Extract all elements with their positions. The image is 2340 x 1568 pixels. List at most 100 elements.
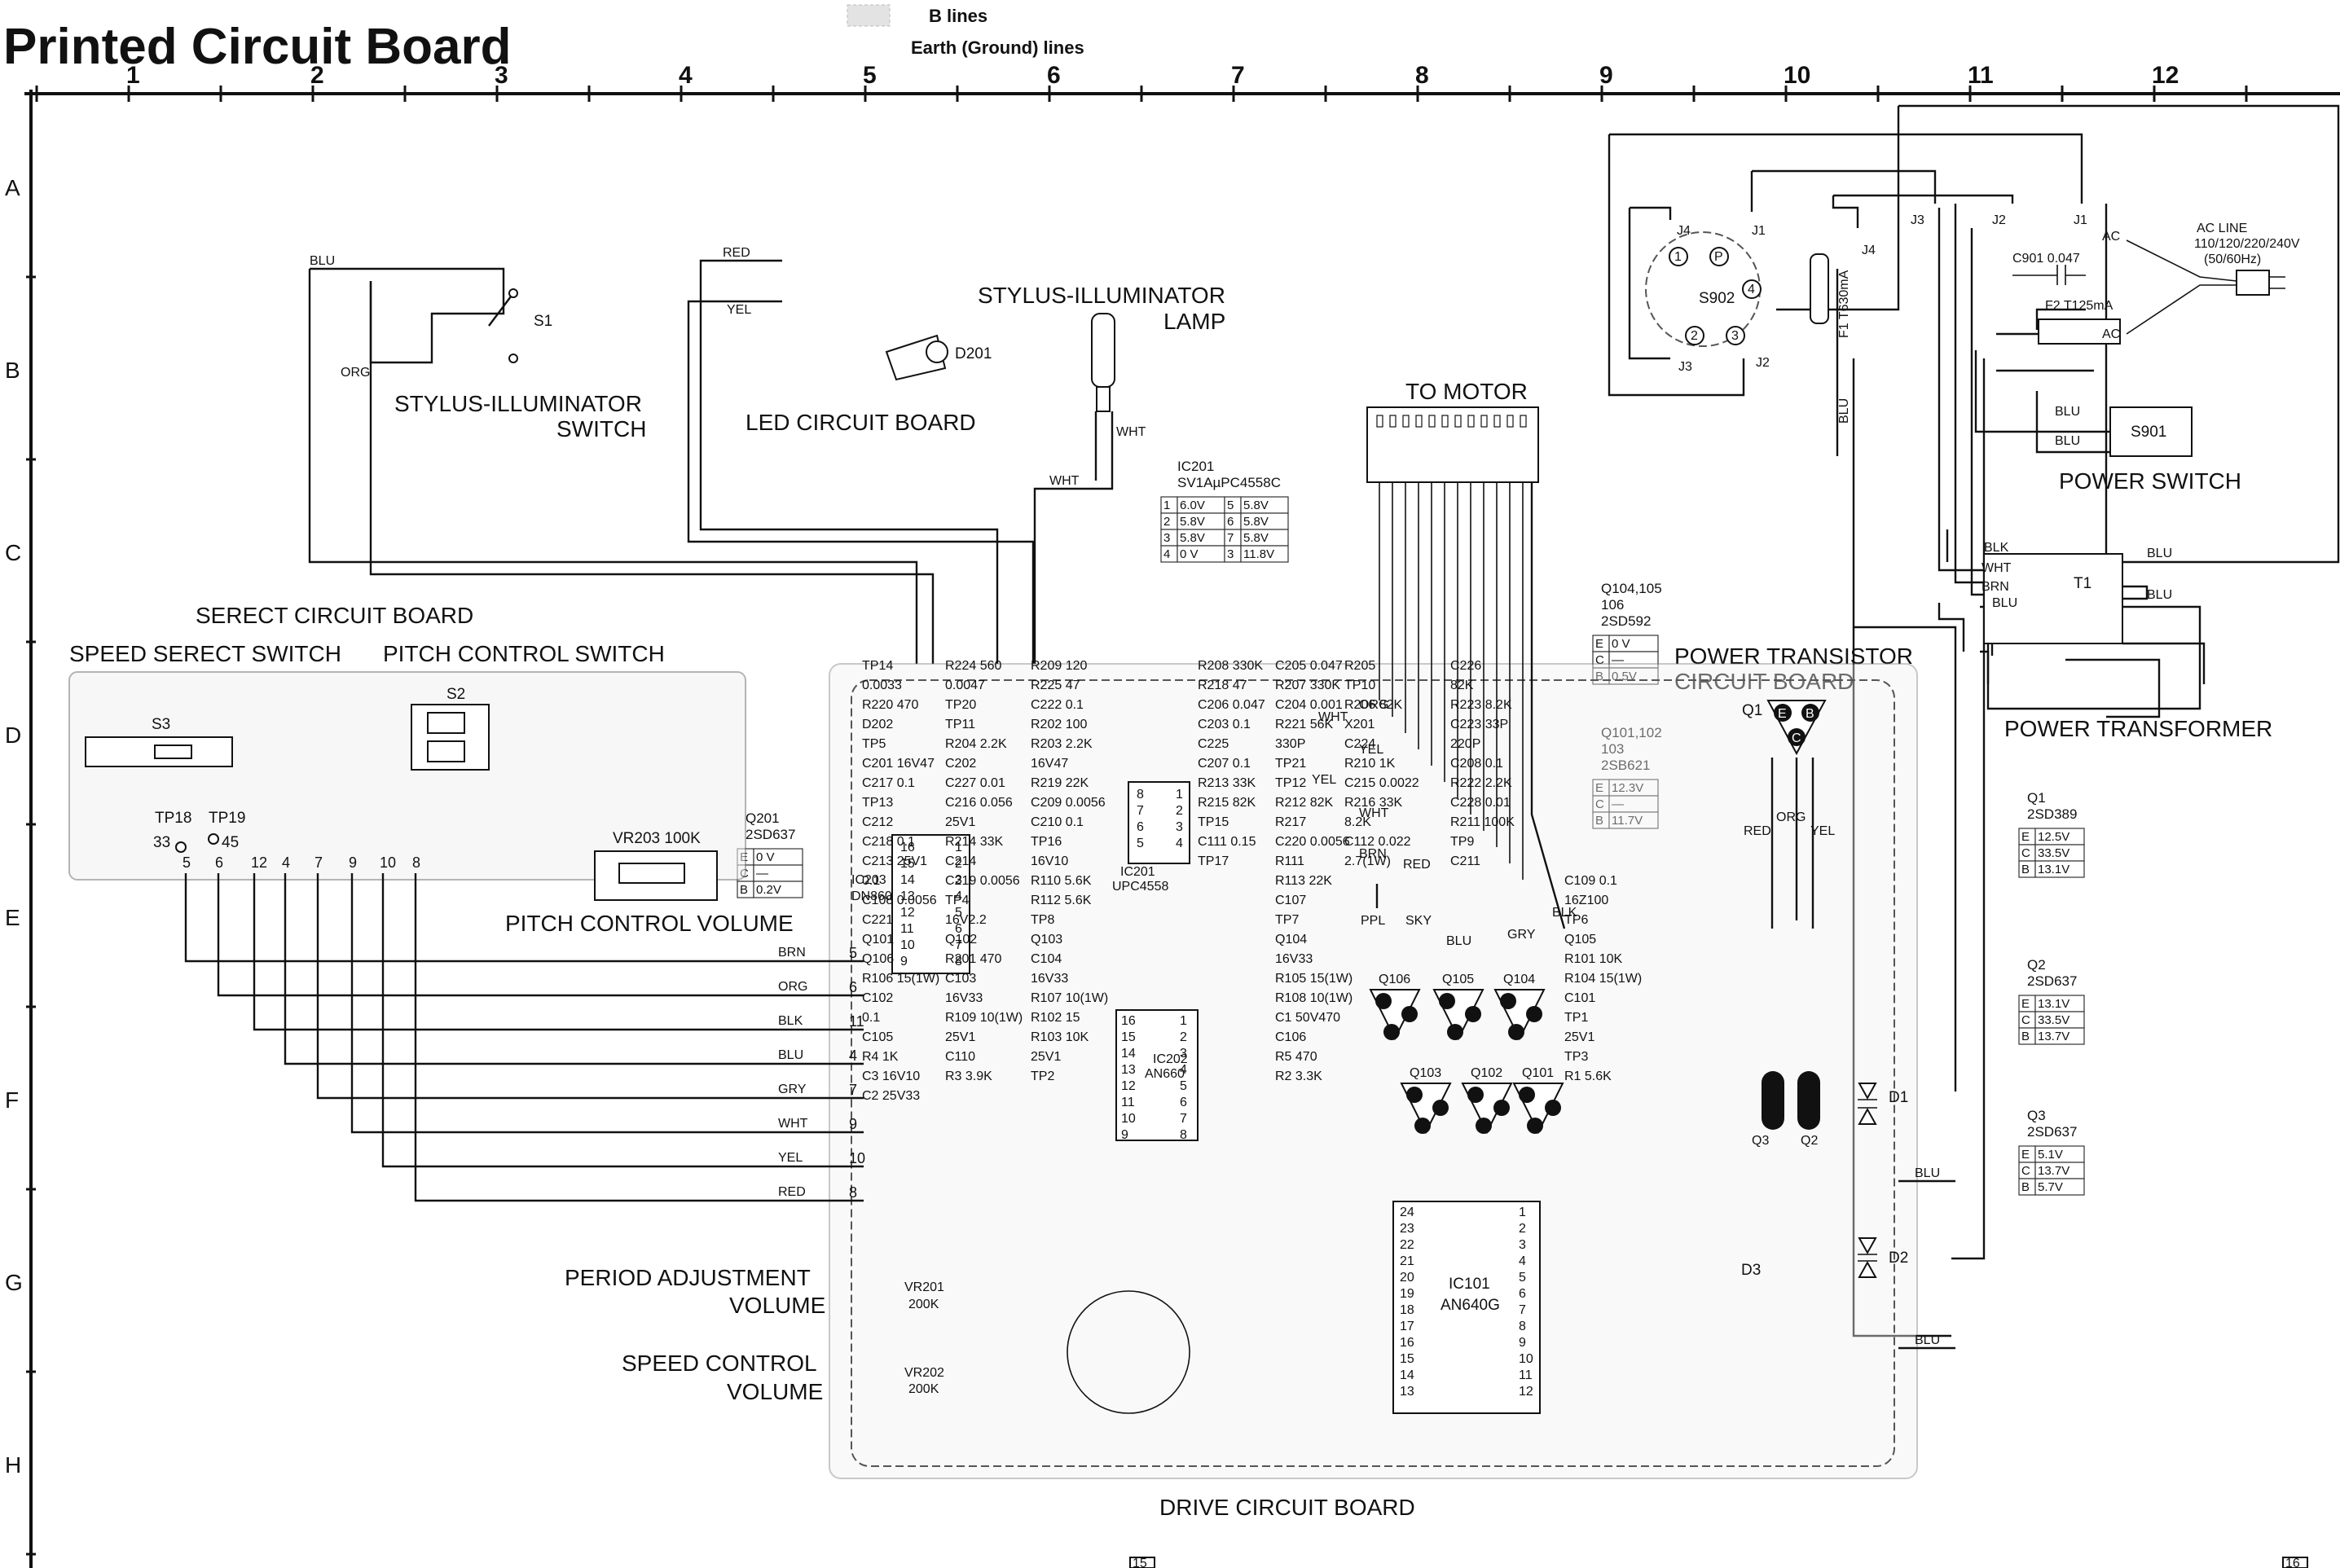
drive-part-label: C215 0.0022 <box>1344 776 1419 790</box>
ic-pin: 7 <box>955 938 962 952</box>
ic-pin: 2 <box>1519 1222 1526 1236</box>
select-wire-pin: 11 <box>849 1013 864 1030</box>
transistor-pin <box>1527 1118 1543 1134</box>
select-wire-red <box>414 873 864 1202</box>
drive-part-label: C211 <box>1450 854 1480 868</box>
svg-text:B: B <box>1806 707 1814 721</box>
select-pin-4: 4 <box>282 854 290 871</box>
q201-title-1: 2SD637 <box>746 827 795 842</box>
drive-part-label: Q105 <box>1564 933 1596 947</box>
drive-part-label: R217 <box>1275 815 1306 829</box>
grid-col-9: 9 <box>1599 62 1613 89</box>
ic-pin: 16 <box>1400 1336 1414 1350</box>
legend-b-lines-swatch <box>847 4 891 27</box>
led-board-label: LED CIRCUIT BOARD <box>746 410 976 435</box>
grid-row-F: F <box>5 1087 19 1113</box>
grid-row-B: B <box>5 358 20 383</box>
select-wire-blk <box>253 873 864 1031</box>
select-wire-label: ORG <box>778 980 807 994</box>
drive-part-label: C222 0.1 <box>1031 698 1084 712</box>
motor-wire-wht: WHT <box>1359 806 1389 820</box>
drive-part-label: C202 <box>945 757 976 771</box>
drive-part-label: C226 <box>1450 659 1481 673</box>
select-wire-pin: 9 <box>849 1116 857 1132</box>
stylus-illuminator-lamp: STYLUS-ILLUMINATOR LAMP WHT WHT <box>978 283 1225 664</box>
ic-pin: 13 <box>900 889 915 903</box>
ac-line-1: AC LINE <box>2197 222 2247 235</box>
ic201-cell-text: 5.8V <box>1180 531 1205 545</box>
power-blu-vertical: BLU <box>1837 398 1851 424</box>
motor-wire-blu: BLU <box>1446 934 1471 948</box>
ic-pin: 5 <box>1137 837 1144 850</box>
q3-cell-text: B <box>2021 1180 2030 1194</box>
drive-part-label: R225 47 <box>1031 679 1080 692</box>
grid-row-C: C <box>5 540 21 565</box>
drive-part-label: Q102 <box>945 933 977 947</box>
drive-part-label: TP15 <box>1198 815 1229 829</box>
q101-cell-text: — <box>1612 797 1624 811</box>
drive-part-label: 16Z100 <box>1564 894 1608 907</box>
to-motor-connector: TO MOTOR <box>1366 379 1539 483</box>
drive-part-label: C209 0.0056 <box>1031 796 1106 810</box>
s1-label: S1 <box>534 313 552 330</box>
motor-pin <box>1428 415 1436 428</box>
ic203-label-2: DN860 <box>851 889 892 903</box>
select-wire-label: WHT <box>778 1117 808 1131</box>
grid-row-H: H <box>5 1452 21 1478</box>
d2-label: D2 <box>1889 1250 1908 1267</box>
drive-part-label: 2.7(1W) <box>1344 854 1391 868</box>
power-switch-wire-blu-2: BLU <box>2055 434 2080 448</box>
select-wire-org <box>217 873 864 997</box>
ic201-cell-text: 5.8V <box>1180 515 1205 529</box>
drive-part-label: 25V1 <box>1031 1050 1061 1064</box>
drive-part-label: R108 10(1W) <box>1275 991 1353 1005</box>
ic-pin: 6 <box>1519 1287 1526 1301</box>
q1-wire-red: RED <box>1744 824 1771 838</box>
grid-col-6: 6 <box>1047 62 1061 89</box>
select-wire-yel <box>381 873 864 1168</box>
q201-cell-text: B <box>740 883 748 897</box>
grid-col-4: 4 <box>679 62 693 89</box>
q3-cell <box>2034 1178 2085 1196</box>
drive-part-label: C103 <box>945 972 976 986</box>
q201-title-0: Q201 <box>746 810 780 826</box>
svg-text:2: 2 <box>1691 329 1698 343</box>
q3-title-1: 2SD637 <box>2027 1124 2077 1140</box>
led-wire-red: RED <box>723 246 750 260</box>
drive-part-label: R103 10K <box>1031 1030 1089 1044</box>
ic-pin: 3 <box>1519 1238 1526 1252</box>
drive-part-label: C214 <box>945 854 976 868</box>
ic-pin: 2 <box>1176 804 1183 818</box>
drive-part-label: TP9 <box>1450 835 1474 849</box>
t1-label: T1 <box>2074 575 2091 592</box>
q1-wire-yel: YEL <box>1810 824 1835 838</box>
ic201-cell-text: 3 <box>1227 547 1234 561</box>
drive-part-label: R106 15(1W) <box>862 972 939 986</box>
drive-part-label: 16V47 <box>1031 757 1068 771</box>
drive-part-label: R221 56K <box>1275 718 1333 731</box>
drive-part-label: R105 15(1W) <box>1275 972 1353 986</box>
ic201-cell-text: 2 <box>1163 515 1170 529</box>
tp19-val: 45 <box>222 834 239 851</box>
diode-d1: D1 <box>1858 1083 1908 1125</box>
drive-part-label: D202 <box>862 718 893 731</box>
motor-wire-red: RED <box>1403 858 1431 872</box>
period-adjust-label-1: PERIOD ADJUSTMENT <box>565 1265 811 1290</box>
drive-part-label: C208 0.1 <box>1450 757 1503 771</box>
j3b-label: J3 <box>1911 213 1924 227</box>
grid-col-12: 12 <box>2152 62 2179 89</box>
drive-part-label: R3 3.9K <box>945 1069 992 1083</box>
drive-part-label: C101 <box>1564 991 1595 1005</box>
drive-part-label: C110 <box>945 1050 975 1064</box>
q1-cell <box>2034 860 2085 878</box>
ic-pin: 1 <box>1519 1206 1526 1219</box>
transistor-pin <box>1519 1087 1535 1103</box>
select-wire-pin: 6 <box>849 979 857 995</box>
drive-part-label: C217 0.1 <box>862 776 915 790</box>
drive-part-label: C225 <box>1198 737 1229 751</box>
q201-voltage-table: Q2012SD637E0 VC—B0.2V <box>737 810 803 898</box>
grid-row-D: D <box>5 723 21 748</box>
svg-text:E: E <box>1778 707 1787 721</box>
ic-pin: 1 <box>955 841 962 854</box>
